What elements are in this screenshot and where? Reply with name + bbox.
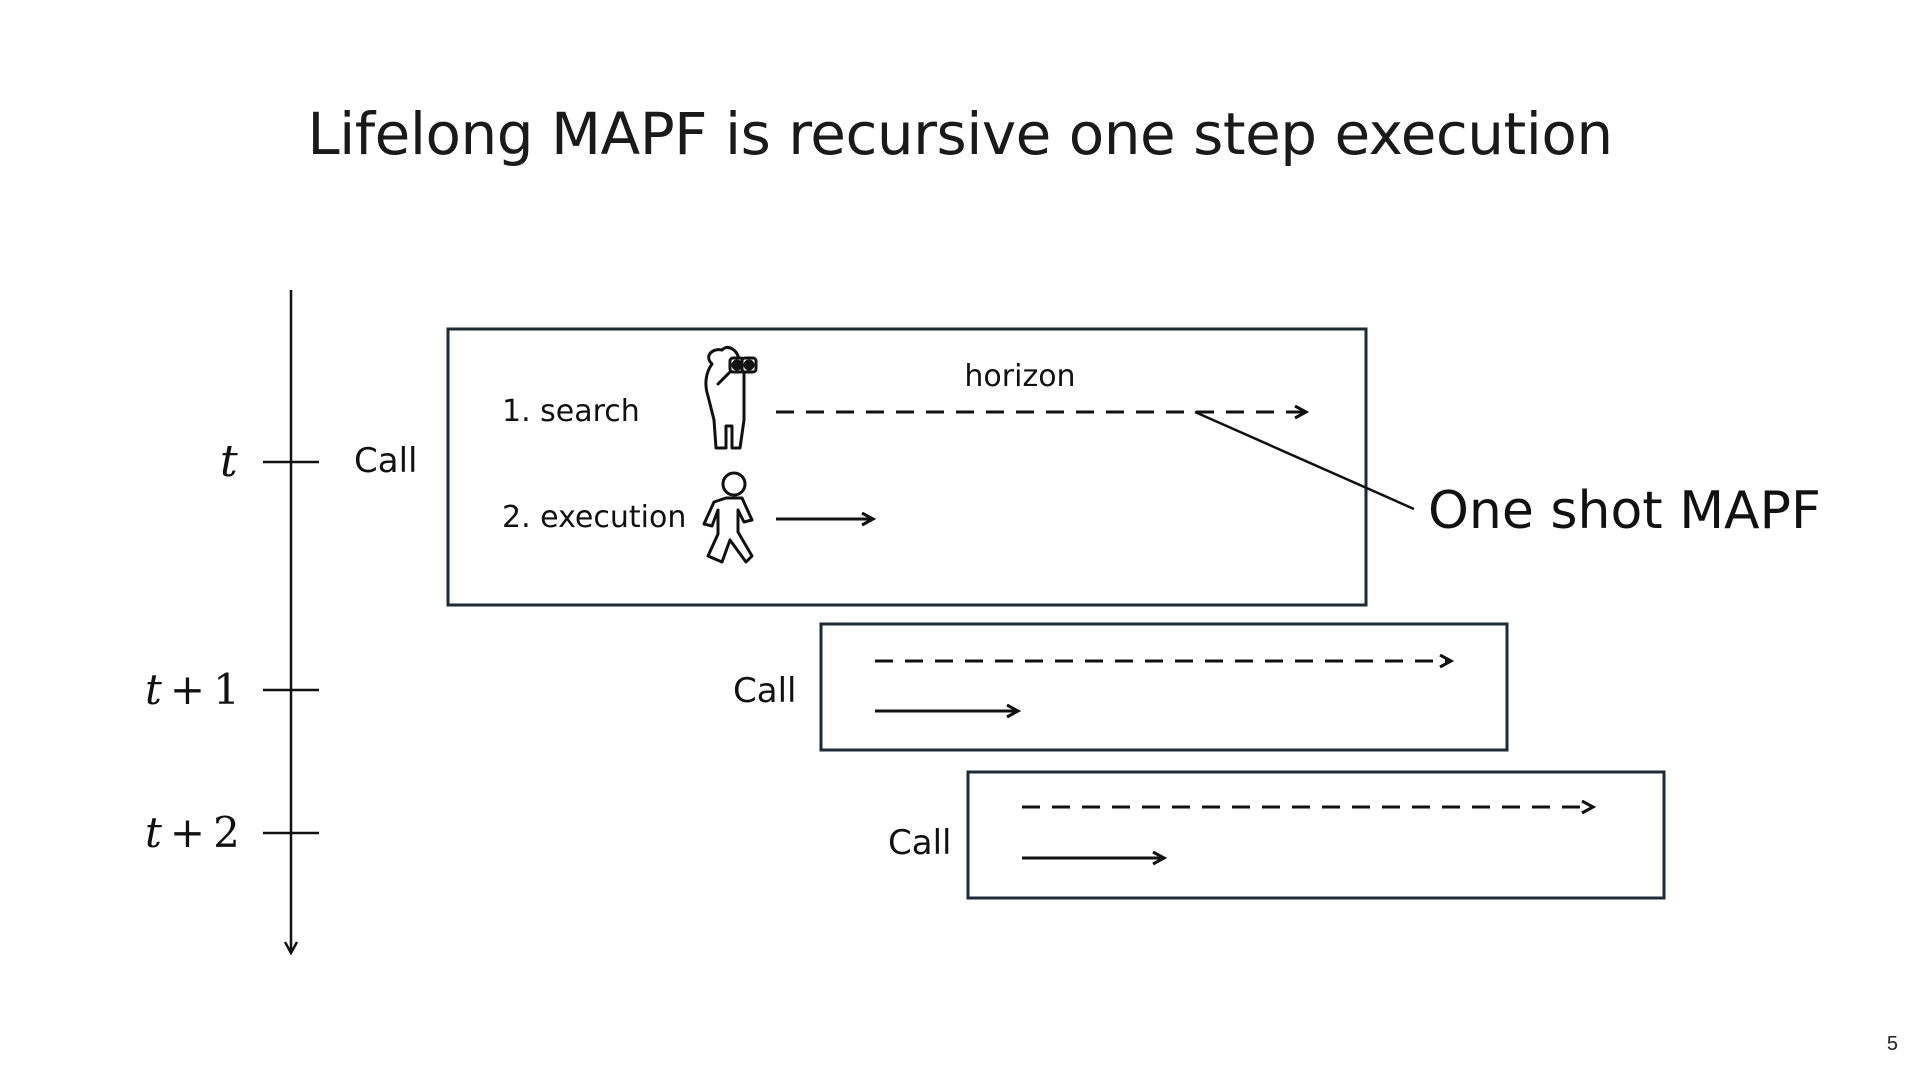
call-frame-1 [446,327,1368,607]
search-step-label: 1. search [502,394,640,429]
one-shot-mapf-annotation: One shot MAPF [1194,410,1821,541]
call-label-2: Call [733,671,796,711]
call-box-3: Call [888,770,1666,900]
call-frame-2 [819,622,1509,752]
execution-step-label: 2. execution [502,500,686,535]
walking-person-icon [702,471,754,564]
time-axis: t t+1 t+2 [145,290,319,952]
call-box-2: Call [733,622,1509,752]
call-label-1: Call [354,441,417,481]
horizon-label: horizon [964,359,1075,394]
binoculars-person-icon [704,346,758,450]
one-shot-mapf-label: One shot MAPF [1428,481,1821,541]
annotation-leader-line [1194,410,1415,511]
call-frame-3 [966,770,1666,900]
slide-title: Lifelong MAPF is recursive one step exec… [307,100,1613,168]
tick-label-t-plus-1: t+1 [145,665,240,714]
call-box-1: Call 1. search 2. execution horizon [354,327,1368,607]
tick-label-t-plus-2: t+2 [145,808,240,857]
tick-label-t: t [220,436,238,487]
call-label-3: Call [888,823,951,863]
page-number: 5 [1886,1033,1898,1055]
